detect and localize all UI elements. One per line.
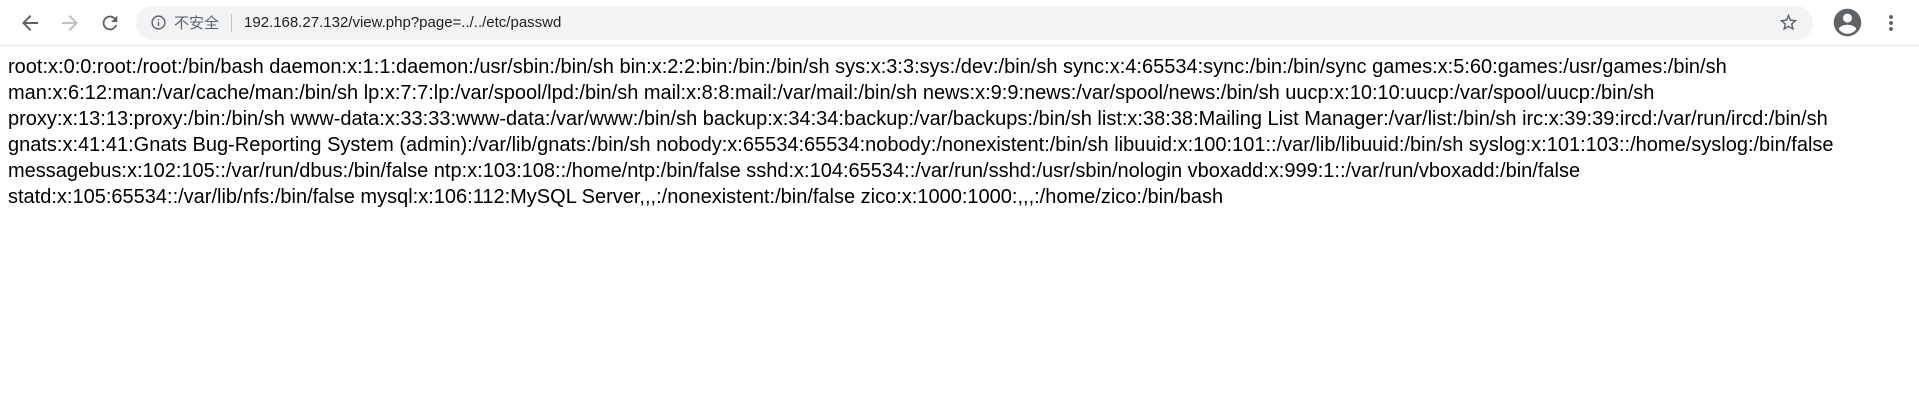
browser-toolbar: 不安全 192.168.27.132/view.php?page=../../e… [0, 0, 1919, 46]
passwd-content: root:x:0:0:root:/root:/bin/bash daemon:x… [8, 56, 1834, 208]
reload-button[interactable] [90, 3, 130, 43]
bookmark-button[interactable] [1773, 8, 1803, 38]
security-label: 不安全 [174, 15, 220, 32]
back-button[interactable] [10, 3, 50, 43]
forward-icon [62, 14, 78, 31]
profile-button[interactable] [1829, 5, 1865, 41]
star-icon [1779, 13, 1797, 31]
avatar-icon [1833, 8, 1861, 37]
url-text[interactable]: 192.168.27.132/view.php?page=../../etc/p… [244, 14, 562, 31]
reload-icon [102, 15, 118, 30]
address-bar[interactable]: 不安全 192.168.27.132/view.php?page=../../e… [136, 5, 1813, 40]
browser-menu-button[interactable] [1871, 3, 1911, 43]
site-security-chip[interactable]: 不安全 [150, 12, 219, 33]
chip-divider [231, 13, 233, 32]
back-icon [22, 14, 38, 31]
more-vert-icon [1889, 14, 1893, 31]
info-icon [151, 15, 166, 30]
forward-button[interactable] [50, 3, 90, 43]
